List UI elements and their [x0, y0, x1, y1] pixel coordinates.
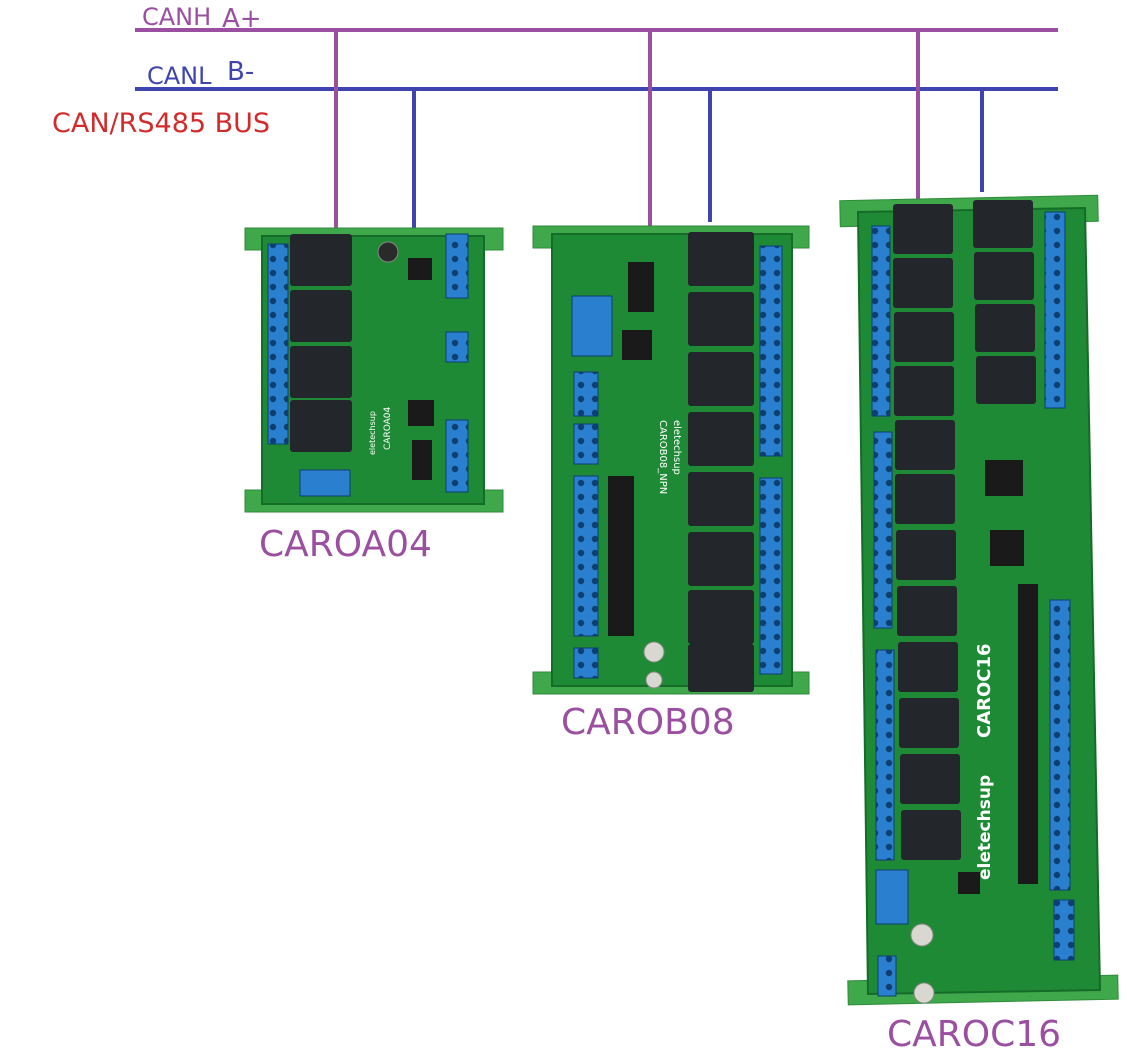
board-model-text: CAROC16: [974, 643, 995, 738]
bus-wires: [135, 28, 1058, 228]
relay: [290, 346, 352, 398]
canl-label: CANL: [147, 62, 212, 90]
relay: [688, 472, 754, 526]
terminal-block-right: [1044, 211, 1066, 409]
terminal-block-left: [573, 647, 599, 679]
relay: [688, 292, 754, 346]
relay: [893, 204, 953, 254]
relay: [895, 474, 955, 524]
terminal-block-left: [875, 649, 895, 861]
relay: [895, 420, 955, 470]
relay: [894, 366, 954, 416]
terminal-block-right-bottom: [445, 419, 469, 493]
relay: [290, 290, 352, 342]
ic-chip: [1018, 584, 1038, 884]
relay: [898, 642, 958, 692]
relay: [976, 356, 1036, 404]
canh-polarity-label: A+: [222, 4, 262, 34]
board-model-text: CAROB08_NPN: [657, 420, 668, 494]
relay: [975, 304, 1035, 352]
relay: [896, 530, 956, 580]
ic-chip: [628, 262, 654, 312]
canh-label: CANH: [142, 3, 211, 31]
terminal-block-left: [877, 955, 897, 997]
terminal-block-right: [759, 245, 783, 457]
module-label-caroc16: CAROC16: [887, 1014, 1061, 1050]
relay: [688, 644, 754, 692]
terminal-block-right-top: [445, 233, 469, 299]
relay: [894, 312, 954, 362]
ic-chip: [408, 400, 434, 426]
terminal-block-right: [1053, 899, 1075, 961]
capacitor: [910, 923, 934, 947]
capacitor: [643, 641, 665, 663]
board-model-text: CAROA04: [383, 406, 393, 450]
dip-switch: [299, 469, 351, 497]
module-label-caroa04: CAROA04: [259, 524, 432, 565]
relay: [688, 590, 754, 644]
relay: [290, 400, 352, 452]
board-brand-text: eletechsup: [671, 420, 682, 475]
terminal-block-right-mid: [445, 331, 469, 363]
terminal-block-right: [759, 477, 783, 675]
module-caroa04: CAROA04 eletechsup: [244, 227, 504, 513]
capacitor: [645, 671, 663, 689]
terminal-block-left: [267, 243, 289, 445]
relay: [901, 810, 961, 860]
dip-switch: [571, 295, 613, 357]
relay: [688, 232, 754, 286]
dip-switch: [875, 869, 909, 925]
ic-chip: [408, 258, 432, 280]
capacitor: [377, 241, 399, 263]
ic-chip: [958, 872, 980, 894]
canl-polarity-label: B-: [227, 57, 254, 87]
ic-chip: [985, 460, 1023, 496]
terminal-block-right: [1049, 599, 1071, 891]
board-brand-text: eletechsup: [368, 411, 377, 455]
module-label-carob08: CAROB08: [561, 702, 735, 743]
terminal-block-left: [573, 475, 599, 637]
relay: [688, 532, 754, 586]
relay: [688, 412, 754, 466]
module-caroc16: CAROC16 eletechsup: [839, 194, 1119, 1006]
relay: [688, 352, 754, 406]
relay: [897, 586, 957, 636]
terminal-block-left: [871, 225, 891, 417]
relay: [893, 258, 953, 308]
capacitor: [913, 982, 935, 1004]
module-carob08: CAROB08_NPN eletechsup: [532, 225, 810, 695]
relay: [900, 754, 960, 804]
ic-chip: [608, 476, 634, 636]
board-brand-text: eletechsup: [975, 775, 995, 880]
terminal-block-left: [873, 431, 893, 629]
relay: [899, 698, 959, 748]
ic-chip: [622, 330, 652, 360]
ic-chip: [990, 530, 1024, 566]
terminal-block-left: [573, 371, 599, 417]
bus-type-label: CAN/RS485 BUS: [52, 108, 270, 139]
relay: [973, 200, 1033, 248]
relay: [290, 234, 352, 286]
terminal-block-left: [573, 423, 599, 465]
relay: [974, 252, 1034, 300]
ic-chip: [412, 440, 432, 480]
